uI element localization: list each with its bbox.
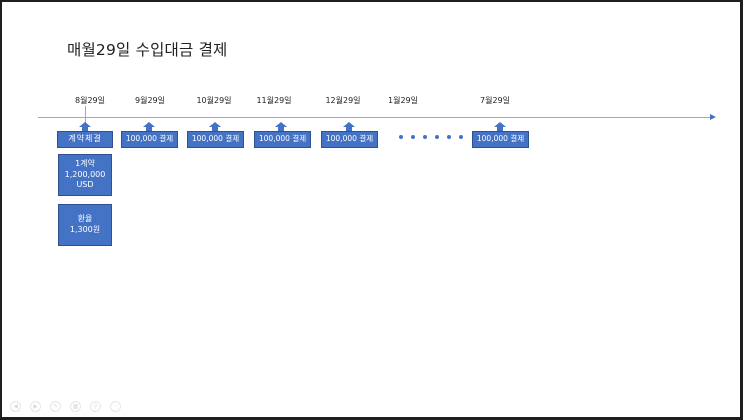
exchange-rate-label: 환율 — [77, 214, 93, 224]
date-label-dec: 12월29일 — [325, 96, 361, 105]
arrow-up-icon — [79, 122, 91, 132]
slideshow-controls: ◀ ▶ ✎ ▦ ⚲ ⋯ — [10, 401, 121, 412]
ellipsis-dot — [447, 135, 451, 139]
next-icon[interactable]: ▶ — [30, 401, 41, 412]
contract-amount-box: 1계약 1,200,000 USD — [58, 154, 112, 196]
ellipsis-dot — [399, 135, 403, 139]
ellipsis-dot — [435, 135, 439, 139]
payment-box-sep: 100,000 결제 — [121, 131, 178, 148]
arrow-up-icon — [209, 122, 221, 132]
date-label-jan: 1월29일 — [388, 96, 418, 105]
exchange-rate-value: 1,300원 — [69, 225, 101, 234]
contract-count: 1계약 — [75, 158, 95, 168]
timeline-axis — [38, 117, 711, 118]
slide-title: 매월29일 수입대금 결제 — [67, 41, 228, 59]
arrow-up-icon — [343, 122, 355, 132]
payment-box-oct: 100,000 결제 — [187, 131, 244, 148]
slides-grid-icon[interactable]: ▦ — [70, 401, 81, 412]
ellipsis-dot — [411, 135, 415, 139]
date-label-oct: 10월29일 — [196, 96, 232, 105]
contract-amount: 1,200,000 — [64, 169, 106, 179]
ellipsis-dot — [459, 135, 463, 139]
zoom-icon[interactable]: ⚲ — [90, 401, 101, 412]
date-label-jul: 7월29일 — [480, 96, 510, 105]
previous-icon[interactable]: ◀ — [10, 401, 21, 412]
ellipsis-dot — [423, 135, 427, 139]
date-label-sep: 9월29일 — [135, 96, 165, 105]
arrow-up-icon — [143, 122, 155, 132]
contract-box: 계약체결 — [57, 131, 113, 148]
more-icon[interactable]: ⋯ — [110, 401, 121, 412]
timeline-arrow-icon — [710, 114, 716, 120]
exchange-rate-box: 환율 1,300원 — [58, 204, 112, 246]
arrow-up-icon — [494, 122, 506, 132]
date-label-nov: 11월29일 — [256, 96, 292, 105]
payment-box-dec: 100,000 결제 — [321, 131, 378, 148]
contract-marker-line — [85, 106, 86, 126]
payment-box-jul: 100,000 결제 — [472, 131, 529, 148]
pen-icon[interactable]: ✎ — [50, 401, 61, 412]
contract-currency: USD — [76, 180, 94, 190]
date-label-aug: 8월29일 — [75, 96, 105, 105]
payment-box-nov: 100,000 결제 — [254, 131, 311, 148]
arrow-up-icon — [275, 122, 287, 132]
